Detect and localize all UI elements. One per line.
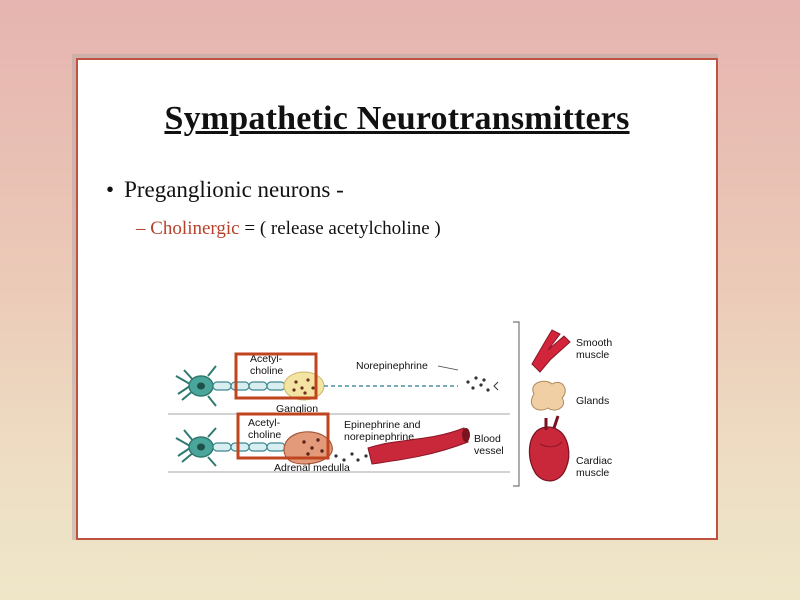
- epinephrine-label-2: norepinephrine: [344, 431, 414, 443]
- blood-vessel-label-2: vessel: [474, 445, 504, 457]
- neuron-icon-bottom: [175, 427, 286, 467]
- blood-vessel-label-1: Blood: [474, 433, 501, 445]
- smooth-muscle-label-1: Smooth: [576, 337, 612, 349]
- bullet-item: • Preganglionic neurons -: [106, 177, 344, 203]
- ganglion-icon: [283, 371, 325, 401]
- smooth-muscle-label-2: muscle: [576, 349, 609, 361]
- effector-bracket: [513, 321, 520, 487]
- bullet-dot: •: [106, 177, 115, 202]
- cardiac-muscle-label-2: muscle: [576, 467, 609, 479]
- cardiac-muscle-icon: [528, 415, 570, 482]
- neurotransmitter-diagram: Ganglion Norepinephrine Acetyl- choline: [168, 321, 612, 487]
- receptor-icon-top: [493, 381, 499, 391]
- bullet-text: Preganglionic neurons -: [124, 177, 344, 202]
- sub-bullet-dash: –: [136, 218, 146, 239]
- sub-bullet-text: = ( release acetylcholine ): [239, 218, 441, 239]
- cardiac-muscle-label-1: Cardiac: [576, 455, 612, 467]
- norepinephrine-label: Norepinephrine: [356, 360, 428, 372]
- ach-bottom-label-1: Acetyl-: [248, 417, 281, 429]
- ach-highlight-box-bottom: [236, 412, 330, 460]
- ach-highlight-box-top: [234, 352, 318, 400]
- adrenal-medulla-icon: [283, 431, 333, 465]
- ach-top-label-2: choline: [250, 365, 283, 377]
- slide: Sympathetic Neurotransmitters • Pregangli…: [76, 58, 718, 540]
- sub-bullet: – Cholinergic = ( release acetylcholine …: [136, 218, 441, 240]
- epinephrine-label-1: Epinephrine and: [344, 419, 421, 431]
- slide-title: Sympathetic Neurotransmitters: [164, 100, 630, 137]
- ganglion-label: Ganglion: [276, 403, 318, 415]
- epinephrine-dots: [334, 452, 368, 462]
- norepinephrine-leader: [437, 365, 459, 371]
- norepinephrine-dots: [466, 376, 490, 392]
- blood-vessel-icon: [367, 427, 470, 465]
- smooth-muscle-icon: [531, 329, 571, 373]
- adrenal-medulla-label: Adrenal medulla: [274, 462, 350, 474]
- ach-top-label-1: Acetyl-: [250, 353, 283, 365]
- glands-icon: [530, 380, 566, 411]
- cholinergic-term: Cholinergic: [150, 218, 240, 239]
- glands-label: Glands: [576, 395, 609, 407]
- ach-bottom-label-2: choline: [248, 429, 281, 441]
